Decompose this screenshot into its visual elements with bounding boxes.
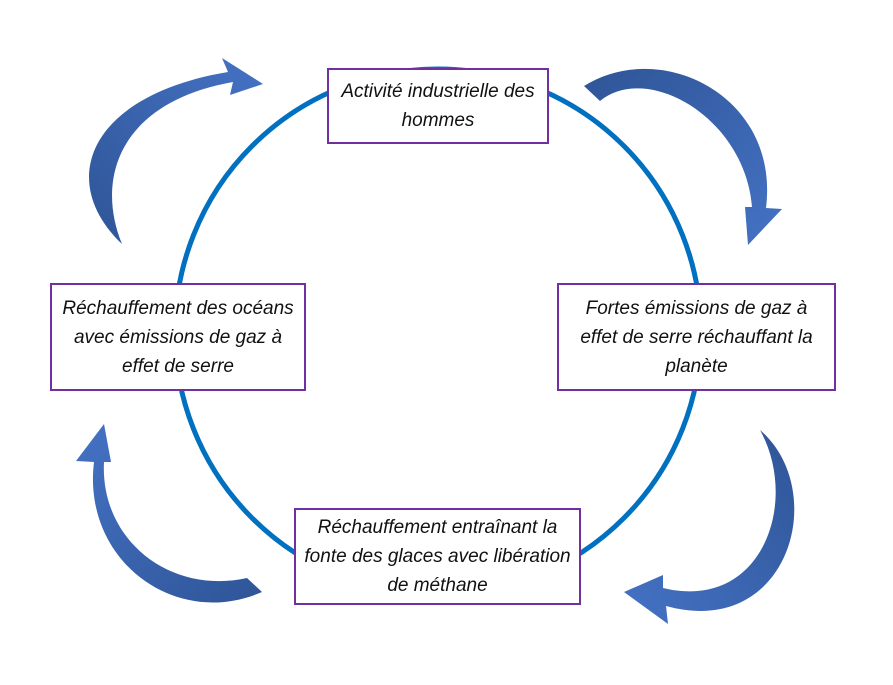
curved-arrow-icon xyxy=(584,68,782,246)
node-label: Réchauffement des océans avec émissions … xyxy=(62,297,294,377)
curved-arrow-icon xyxy=(89,58,263,244)
node-ice-melt-methane: Réchauffement entraînant la fonte des gl… xyxy=(294,508,581,605)
node-industrial-activity: Activité industrielle des hommes xyxy=(327,68,549,144)
node-ocean-warming: Réchauffement des océans avec émissions … xyxy=(50,283,306,391)
node-greenhouse-emissions: Fortes émissions de gaz à effet de serre… xyxy=(557,283,836,391)
curved-arrow-icon xyxy=(76,424,262,603)
node-label: Réchauffement entraînant la fonte des gl… xyxy=(304,517,571,596)
curved-arrow-icon xyxy=(624,430,795,624)
node-label: Fortes émissions de gaz à effet de serre… xyxy=(580,297,813,377)
node-label: Activité industrielle des hommes xyxy=(341,81,535,131)
